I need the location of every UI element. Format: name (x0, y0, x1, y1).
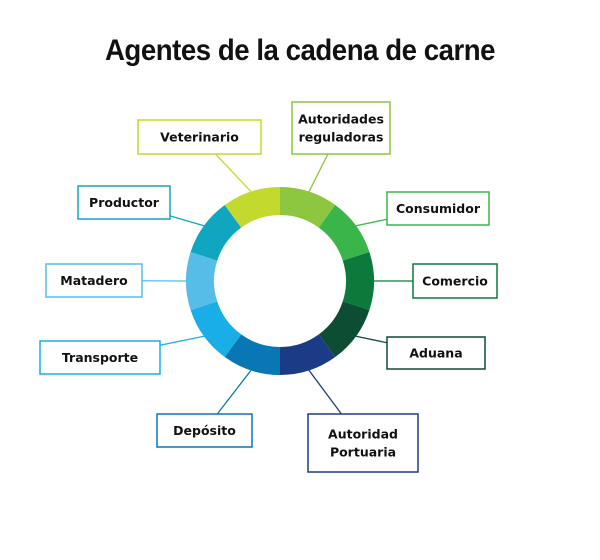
agent-box-veterinario: Veterinario (137, 119, 262, 155)
agent-box-consumidor: Consumidor (386, 191, 490, 226)
agent-box-transporte: Transporte (39, 340, 161, 375)
connector-line-veterinario (215, 153, 252, 193)
ring-segment-consumidor (318, 204, 370, 261)
agent-label: Productor (89, 195, 160, 210)
agent-label: Depósito (173, 423, 236, 438)
ring-segment-autoridad-portuaria (280, 334, 336, 375)
agent-box-matadero: Matadero (45, 263, 143, 298)
diagram-title: Agentes de la cadena de carne (104, 34, 496, 67)
connector-line-transporte (159, 335, 205, 346)
agent-label: Transporte (62, 350, 138, 365)
ring-segment-productor (190, 204, 242, 261)
connector-line-consumidor (355, 218, 388, 227)
agent-label: Portuaria (330, 445, 396, 460)
ring-segment-comercio (342, 251, 375, 311)
agent-box-deposito: Depósito (156, 413, 253, 448)
agent-box-autoridades-reguladoras: Autoridades reguladoras (291, 101, 391, 155)
agent-box-productor: Productor (77, 185, 171, 220)
ring-segment-matadero (185, 251, 218, 311)
agent-label: Aduana (409, 346, 462, 361)
agent-label: Autoridad (328, 427, 398, 442)
ring-segment-veterinario (224, 187, 280, 228)
ring-segment-transporte (190, 301, 242, 358)
agent-label: Autoridades (298, 112, 384, 127)
agent-label: Consumidor (396, 201, 481, 216)
connector-line-productor (169, 215, 205, 227)
agent-label: Veterinario (160, 130, 239, 145)
ring-segment-deposito (224, 334, 280, 375)
agent-label: Matadero (60, 273, 128, 288)
agent-box-comercio: Comercio (412, 263, 498, 299)
ring-segment-aduana (318, 301, 370, 358)
agent-box-aduana: Aduana (386, 336, 486, 370)
agent-label: reguladoras (299, 130, 384, 145)
connector-line-deposito (216, 370, 252, 415)
connector-line-autoridad-portuaria (308, 370, 342, 415)
connector-line-aduana (355, 335, 388, 344)
ring-segment-autoridades-reguladoras (280, 187, 336, 228)
agent-label: Comercio (422, 274, 488, 289)
connector-line-autoridades-reguladoras (308, 153, 329, 192)
